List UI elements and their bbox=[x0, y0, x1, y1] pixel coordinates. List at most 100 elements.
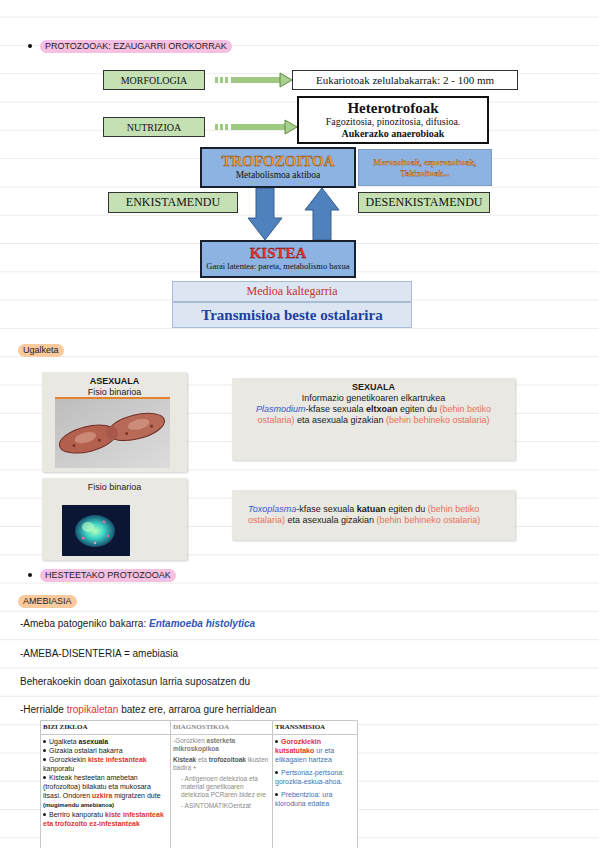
text: Plasmodium bbox=[256, 404, 306, 414]
category-box: NUTRIZIOA bbox=[103, 117, 205, 137]
text-block: Berriro kanporatu kiste infestanteak eta… bbox=[43, 810, 168, 828]
text: Ugalketa bbox=[23, 345, 59, 355]
arrow-connector bbox=[248, 188, 282, 240]
info-box: HeterotrofoakFagozitosia, pinozitosia, d… bbox=[297, 96, 489, 144]
card: Toxoplasma-kfase sexuala katuan egiten d… bbox=[232, 490, 515, 540]
table-header: DIAGNOSTIKOA bbox=[173, 722, 270, 732]
info-box: Eukariotoak zelulabakarrak: 2 - 100 mm bbox=[292, 70, 518, 90]
table-ground bbox=[40, 720, 358, 848]
text-block: Heterotrofoak bbox=[303, 101, 483, 117]
section-heading: Ugalketa bbox=[18, 344, 64, 357]
text: Pertsonaz-pertsona: gorozkia-eskua-ahoa. bbox=[275, 769, 344, 785]
arrow-shaft bbox=[205, 124, 285, 130]
text: BIZI ZIKLOA bbox=[43, 723, 88, 731]
text-block: Ugalketa bbox=[23, 344, 59, 357]
text-block: Beherakoekin doan gaixotasun larria supo… bbox=[20, 676, 250, 688]
text-block: NUTRIZIOA bbox=[108, 122, 200, 133]
table-grid bbox=[41, 721, 358, 848]
text: TROFOZOITOA bbox=[221, 153, 334, 169]
band: Transmisioa beste ostalarira bbox=[172, 302, 412, 328]
block-arrow bbox=[248, 188, 282, 240]
process-box: ENKISTAMENDU bbox=[108, 192, 238, 213]
card: SEXUALAInformazio genetikoaren elkartruk… bbox=[232, 378, 515, 460]
text: AMEBIASIA bbox=[23, 596, 72, 606]
text: (behin behineko ostalaria) bbox=[377, 515, 481, 525]
text: Fagozitosia, pinozitosia, difusioa. bbox=[326, 116, 461, 127]
toxoplasma-photo bbox=[75, 515, 115, 547]
text-block: DESENKISTAMENDU bbox=[363, 196, 485, 209]
text: migratzen dute bbox=[114, 792, 160, 799]
text: -Gorozkien bbox=[173, 737, 205, 744]
section-heading: HESTEETAKO PROTOZOOAK bbox=[40, 569, 176, 582]
text: Fisio binarioa bbox=[88, 387, 142, 397]
text: Medioa kaltegarria bbox=[247, 284, 338, 298]
text-block: SEXUALA bbox=[246, 382, 501, 393]
text: katuan bbox=[357, 504, 386, 514]
table-cell: -Gorozkien asterketa mikroskopikoaKistea… bbox=[173, 737, 269, 810]
toxoplasma-photo bbox=[82, 522, 94, 532]
text: Aukerazko anaerobioak bbox=[342, 128, 445, 139]
text-block: ENKISTAMENDU bbox=[113, 196, 233, 209]
text: Heterotrofoak bbox=[347, 100, 438, 116]
paramecium-photo bbox=[150, 424, 154, 428]
text: Prebentzioa: ura kloroduna edatea bbox=[275, 791, 332, 807]
text: eltxoan bbox=[366, 404, 398, 414]
text: -Ameba patogeniko bakarra: bbox=[20, 618, 146, 629]
text-block: Ugalketa asexuala bbox=[43, 737, 168, 746]
text: MORFOLOGIA bbox=[121, 75, 188, 86]
paramecium-photo bbox=[55, 397, 170, 399]
text: KISTEA bbox=[250, 245, 307, 261]
bullet-dot bbox=[43, 813, 46, 816]
text: DESENKISTAMENDU bbox=[365, 195, 482, 209]
text: Entamoeba histolytica bbox=[149, 618, 255, 629]
text: - ASINTOMATIKOentzat bbox=[181, 802, 251, 809]
toxoplasma-photo bbox=[103, 521, 106, 524]
text: - Antigenoen detekzioa eta material gene… bbox=[181, 775, 266, 798]
table-grid bbox=[41, 734, 358, 735]
paramecium-photo bbox=[55, 399, 170, 468]
text-block: Kisteak eta trofozoitoak ikusten badira … bbox=[173, 756, 269, 772]
text-block: - ASINTOMATIKOentzat bbox=[173, 802, 269, 810]
text: Toxoplasma bbox=[248, 504, 296, 514]
table-header: TRANSMISIOA bbox=[275, 722, 357, 732]
table-header: BIZI ZIKLOA bbox=[43, 722, 168, 732]
text-block: Prebentzioa: ura kloroduna edatea bbox=[275, 790, 356, 808]
text-block: -Ameba patogeniko bakarra: Entamoeba his… bbox=[20, 618, 255, 630]
paramecium-photo bbox=[72, 444, 76, 448]
section-heading: AMEBIASIA bbox=[18, 595, 77, 608]
paramecium-photo bbox=[57, 408, 168, 458]
paramecium-photo bbox=[98, 438, 102, 442]
bullet-dot bbox=[28, 573, 32, 577]
text: Berriro kanporatu bbox=[49, 811, 103, 818]
text-block: DIAGNOSTIKOA bbox=[173, 722, 270, 732]
table-cell: Gorozkiekin kutsatutako ur eta elikagaie… bbox=[275, 737, 356, 808]
arrow-head bbox=[280, 73, 292, 87]
toxoplasma-photo bbox=[107, 535, 109, 537]
stage-box: KISTEAGarai latentea: pareta, metabolism… bbox=[200, 240, 356, 278]
arrow-head bbox=[285, 120, 297, 134]
text: -kfase sexuala bbox=[305, 404, 363, 414]
text-block: Gizakia ostalari bakarra bbox=[43, 746, 168, 755]
toxoplasma-photo bbox=[81, 536, 84, 539]
text-block: Garai latentea: pareta, metabolismo baxu… bbox=[205, 262, 351, 271]
text: Gizakia ostalari bakarra bbox=[49, 747, 123, 754]
band: Medioa kaltegarria bbox=[172, 281, 412, 302]
text: Transmisioa beste ostalarira bbox=[201, 307, 382, 323]
text-block: Informazio genetikoaren elkartrukea bbox=[246, 393, 501, 404]
text-block: Gorozkiekin kiste infestanteak kanporatu bbox=[43, 755, 168, 773]
text: uzkira bbox=[92, 792, 112, 799]
table-grid bbox=[170, 720, 171, 848]
bullet-dot bbox=[43, 740, 46, 743]
text-block: Transmisioa beste ostalarira bbox=[177, 307, 407, 324]
arrow-shaft bbox=[205, 77, 280, 83]
table-grid bbox=[41, 720, 358, 848]
text-block: Fisio binarioa bbox=[56, 482, 173, 493]
text: batez ere, arraroa gure herrialdean bbox=[121, 704, 276, 715]
text-block: Pertsonaz-pertsona: gorozkia-eskua-ahoa. bbox=[275, 768, 356, 786]
text-block: TROFOZOITOA bbox=[205, 154, 351, 170]
paramecium-photo bbox=[104, 425, 119, 441]
bullet-dot bbox=[275, 740, 278, 743]
note-line: -AMEBA-DISENTERIA = amebiasia bbox=[20, 648, 178, 660]
toxoplasma-photo bbox=[94, 542, 96, 544]
paramecium-photo bbox=[55, 398, 170, 468]
